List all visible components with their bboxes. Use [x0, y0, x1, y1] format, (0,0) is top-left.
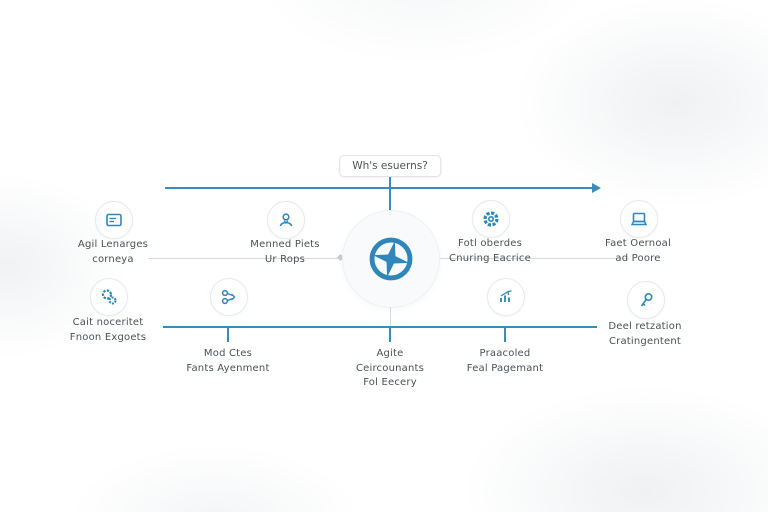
- node-label-line: Agil Lenarges: [77, 239, 149, 250]
- question-chip: Wh's esuerns?: [339, 155, 441, 177]
- node-label: Deel retzation Cratingentent: [608, 320, 681, 349]
- network-icon: [210, 278, 248, 316]
- timeline-arrow-line: [165, 187, 593, 189]
- node-label-line: Deel retzation: [608, 321, 682, 332]
- node-label: Menned Piets Ur Rops: [250, 238, 319, 267]
- node-label-line: Faet Oernoal: [605, 238, 671, 249]
- node-label-line: Menned Piets: [250, 239, 320, 250]
- branch-label-line: Fol Eecery: [363, 377, 417, 388]
- central-hub: [342, 210, 440, 308]
- node-label: Faet Oernoal ad Poore: [605, 237, 671, 266]
- node-label-line: Cratingentent: [608, 335, 682, 347]
- connector-left-to-hub: [148, 258, 341, 259]
- key-icon: [627, 281, 665, 319]
- node-label-line: Cait noceritet: [72, 317, 144, 328]
- bottom-tick-2: [389, 326, 391, 342]
- branch-label: Praacoled Feal Pagemant: [467, 347, 543, 376]
- bottom-tick-1: [227, 326, 229, 342]
- node-label-line: Fnoon Exgoets: [69, 331, 147, 343]
- branch-label-line: Agite: [376, 348, 404, 359]
- ship-wheel-icon: [365, 233, 417, 285]
- gears-icon: [90, 278, 128, 316]
- branch-label-line: Ceircounants: [355, 362, 425, 374]
- node-label-line: corneya: [92, 253, 134, 265]
- branch-label-line: Mod Ctes: [203, 348, 253, 359]
- branch-label: Agite Ceircounants Fol Eecery: [356, 347, 424, 391]
- node-label: Fotl oberdes Cnuring Eacrice: [449, 237, 531, 266]
- branch-label-line: Feal Pagemant: [466, 362, 544, 374]
- node-label-line: ad Poore: [615, 252, 661, 264]
- node-label-line: Fotl oberdes: [457, 238, 523, 249]
- question-chip-label: Wh's esuerns?: [352, 160, 428, 172]
- person-icon: [267, 201, 305, 239]
- laptop-icon: [620, 200, 658, 238]
- node-label-line: Ur Rops: [264, 253, 306, 265]
- arrow-right-icon: [592, 183, 601, 193]
- node-label: Agil Lenarges corneya: [78, 238, 148, 267]
- branch-label: Mod Ctes Fants Ayenment: [186, 347, 269, 376]
- gear-icon: [472, 200, 510, 238]
- node-label-line: Cnuring Eacrice: [449, 252, 531, 264]
- card-icon: [95, 201, 133, 239]
- branch-label-line: Praacoled: [479, 348, 531, 359]
- bottom-line: [163, 326, 597, 328]
- node-label: Cait noceritet Fnoon Exgoets: [70, 316, 146, 345]
- chart-icon: [487, 278, 525, 316]
- branch-label-line: Fants Ayenment: [186, 362, 270, 374]
- connector-hub-to-right: [439, 258, 629, 259]
- connector-chip-to-hub: [389, 177, 391, 211]
- bottom-tick-3: [504, 326, 506, 342]
- connector-hub-to-bottom: [389, 307, 391, 326]
